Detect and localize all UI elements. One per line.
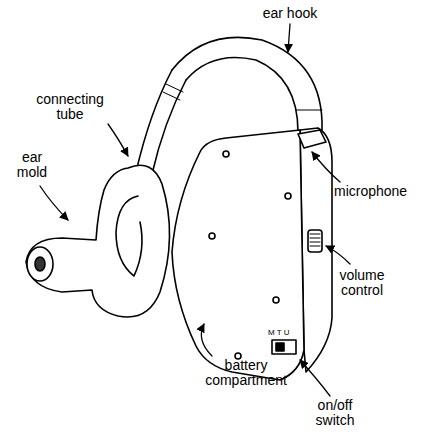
connecting-tube bbox=[136, 70, 172, 172]
switch-housing bbox=[272, 340, 296, 354]
screw bbox=[285, 193, 291, 199]
ear-mold-opening bbox=[27, 247, 53, 281]
part-label: on/off switch bbox=[304, 398, 366, 428]
part-label: microphone bbox=[334, 184, 430, 199]
tube-ring bbox=[163, 84, 183, 100]
part-label: battery compartment bbox=[190, 358, 302, 388]
switch-position-letters: M T U bbox=[268, 328, 308, 337]
part-label: volume control bbox=[330, 268, 394, 298]
ear-mold bbox=[26, 165, 170, 317]
screw bbox=[209, 233, 215, 239]
leader-arrow bbox=[326, 246, 350, 264]
body-side bbox=[300, 128, 332, 372]
volume-wheel bbox=[308, 230, 322, 252]
leader-arrow bbox=[40, 186, 68, 220]
screw bbox=[273, 297, 279, 303]
leader-arrow bbox=[312, 152, 340, 182]
ear-mold-canal bbox=[35, 257, 45, 271]
leader-arrow bbox=[108, 124, 128, 156]
ear-hook-outline bbox=[172, 37, 322, 130]
leader-arrow bbox=[300, 360, 330, 396]
part-label: ear mold bbox=[10, 150, 54, 180]
connecting-tube bbox=[152, 80, 186, 174]
ear-hook-joint bbox=[296, 110, 322, 111]
leader-arrow bbox=[288, 24, 290, 52]
switch-slider bbox=[276, 343, 284, 351]
ear-hook-outline bbox=[186, 58, 298, 133]
screw bbox=[223, 151, 229, 157]
leader-arrow bbox=[201, 324, 212, 356]
microphone-port bbox=[298, 130, 326, 148]
part-label: ear hook bbox=[252, 6, 328, 21]
volume-wheel-ridges bbox=[310, 234, 320, 246]
body-front bbox=[172, 130, 304, 380]
ear-mold-contour bbox=[116, 196, 142, 276]
part-label: connecting tube bbox=[30, 92, 110, 122]
